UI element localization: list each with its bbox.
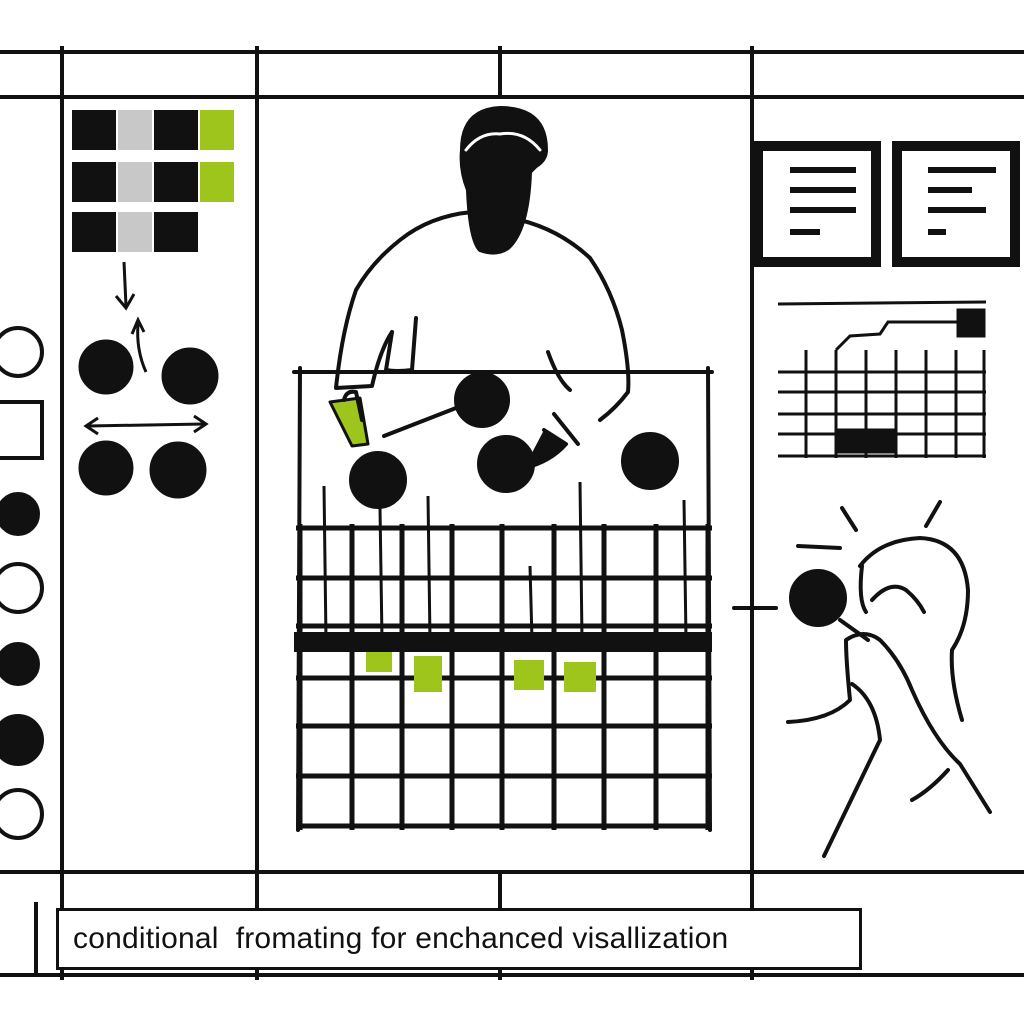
circle-outline-icon bbox=[0, 562, 44, 614]
circle-filled-icon bbox=[0, 714, 44, 766]
swatch-cell bbox=[118, 162, 152, 202]
swatch-cell bbox=[154, 110, 198, 150]
square-outline-icon bbox=[0, 400, 44, 460]
arrow-down-icon bbox=[122, 261, 128, 307]
highlight-cell bbox=[564, 662, 596, 692]
circle-filled-icon bbox=[0, 492, 40, 536]
swatch-cell bbox=[154, 162, 198, 202]
swatch-cell bbox=[200, 110, 234, 150]
swatch-cell bbox=[72, 162, 116, 202]
left-edge-shapes bbox=[0, 326, 44, 840]
caption-box: conditional fromating for enchanced visa… bbox=[56, 908, 862, 970]
swatch-cell bbox=[118, 110, 152, 150]
person-with-marker-icon bbox=[732, 500, 992, 858]
grid-table-icon bbox=[294, 481, 712, 830]
highlight-cell bbox=[514, 660, 544, 690]
highlight-cell bbox=[366, 652, 392, 672]
person-icon bbox=[292, 106, 714, 832]
node-graph-icon bbox=[78, 261, 219, 499]
document-card-icon bbox=[753, 141, 1020, 267]
swatch-cell bbox=[118, 212, 152, 252]
circle-filled-icon bbox=[0, 642, 40, 686]
circle-outline-icon bbox=[0, 326, 44, 378]
cell-grid-icon bbox=[72, 110, 234, 252]
swatch-cell bbox=[72, 212, 116, 252]
mini-chart-icon bbox=[777, 300, 987, 458]
swatch-cell bbox=[72, 110, 116, 150]
curved-arrow-icon bbox=[136, 323, 148, 373]
frame-lines bbox=[0, 46, 1024, 980]
caption-text: conditional fromating for enchanced visa… bbox=[73, 922, 729, 955]
highlight-cell bbox=[414, 656, 442, 692]
swatch-cell bbox=[154, 212, 198, 252]
circle-outline-icon bbox=[0, 788, 44, 840]
swatch-cell bbox=[200, 162, 234, 202]
